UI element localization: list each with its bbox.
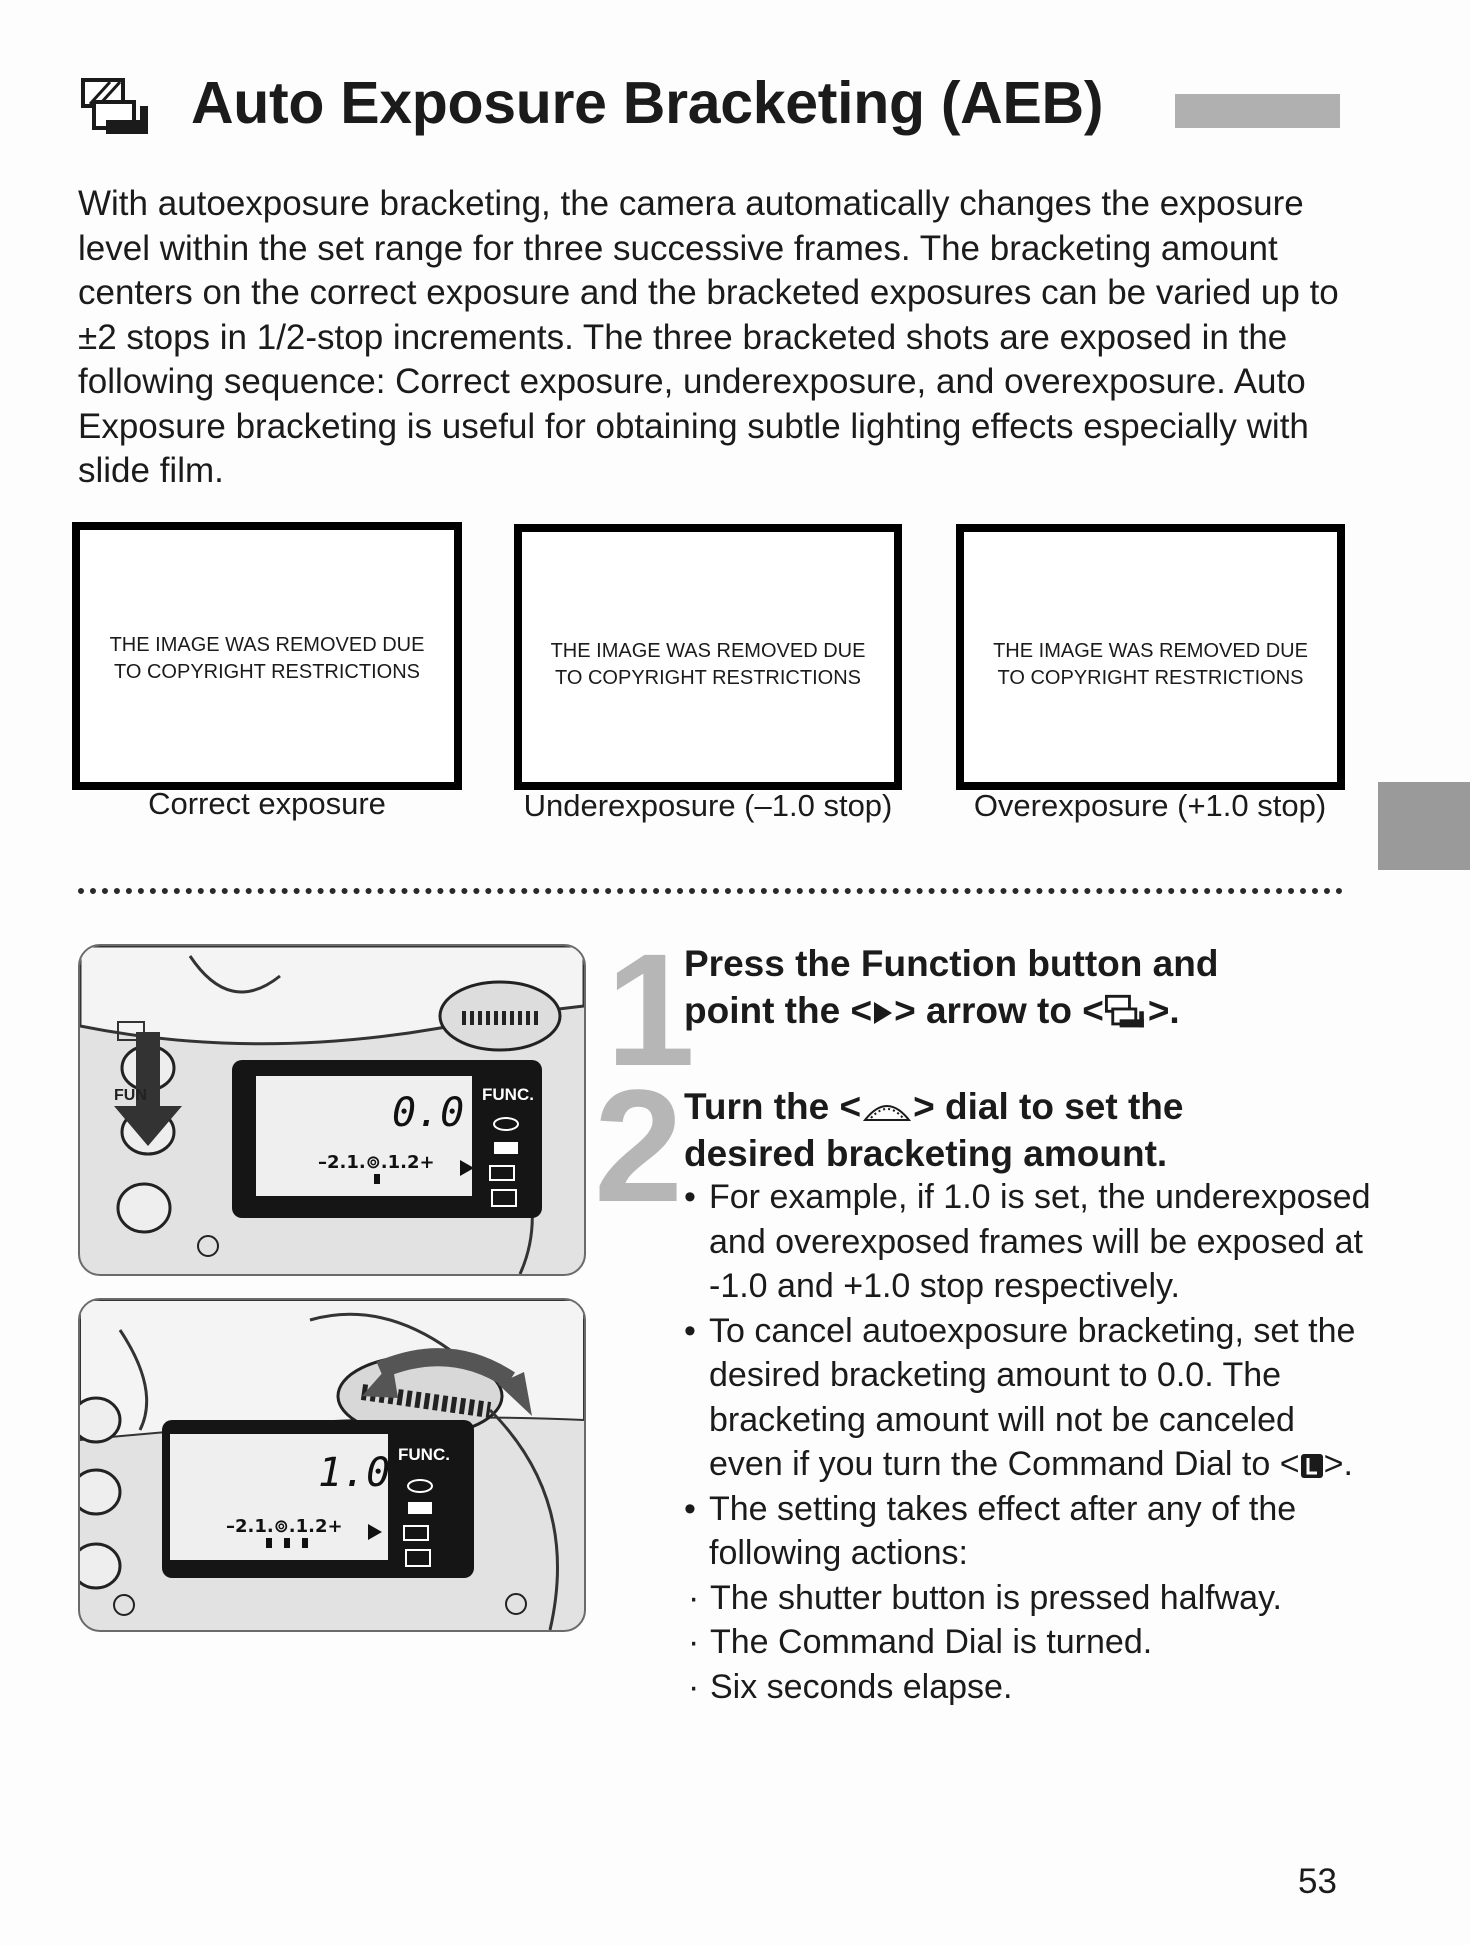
camera-illustration-dial: 1.0 –2.1.⊚.1.2+ FUNC.: [78, 1298, 586, 1632]
sub-item: ·The shutter button is pressed halfway.: [688, 1578, 1283, 1617]
step-number-1: 1: [606, 920, 695, 1099]
bullet-item: •For example, if 1.0 is set, the underex…: [684, 1178, 1371, 1305]
chapter-tab: [1378, 782, 1470, 870]
lcd-value: 0.0: [392, 1090, 464, 1136]
camera-drawing: 1.0 –2.1.⊚.1.2+ FUNC.: [80, 1300, 584, 1630]
page-number: 53: [1298, 1862, 1337, 1901]
main-dial-icon: [863, 1105, 912, 1122]
photo-placeholder-over: THE IMAGE WAS REMOVED DUE TO COPYRIGHT R…: [956, 524, 1345, 790]
func-label: FUNC.: [482, 1085, 534, 1104]
fun-button-label: FUN: [114, 1087, 147, 1104]
step-2-bullets: •For example, if 1.0 is set, the underex…: [684, 1175, 1374, 1709]
camera-drawing: FUN 0.0 –2.1.⊚.1.2+ FUNC.: [80, 946, 584, 1274]
lock-l-icon: [1300, 1454, 1323, 1479]
image-removed-note: THE IMAGE WAS REMOVED DUE TO COPYRIGHT R…: [550, 640, 866, 689]
bullet-item: •To cancel autoexposure bracketing, set …: [684, 1311, 1356, 1484]
step-1-heading: Press the Function button and point the …: [684, 943, 1219, 1031]
aeb-icon: [81, 78, 148, 134]
photo-caption-over: Overexposure (+1.0 stop): [973, 788, 1327, 823]
photo-placeholder-correct: THE IMAGE WAS REMOVED DUE TO COPYRIGHT R…: [72, 522, 462, 790]
play-arrow-icon: [874, 1002, 893, 1025]
intro-paragraph: With autoexposure bracketing, the camera…: [78, 184, 1339, 490]
dotted-divider: [78, 888, 1343, 894]
image-removed-note: THE IMAGE WAS REMOVED DUE TO COPYRIGHT R…: [993, 640, 1308, 689]
lcd-scale: –2.1.⊚.1.2+: [226, 1516, 343, 1537]
page-title: Auto Exposure Bracketing (AEB): [191, 70, 1104, 136]
photo-placeholder-under: THE IMAGE WAS REMOVED DUE TO COPYRIGHT R…: [514, 524, 902, 790]
photo-caption-correct: Correct exposure: [148, 786, 386, 821]
lcd-value: 1.0: [318, 1450, 390, 1496]
aeb-icon: [1104, 995, 1144, 1028]
photo-caption-under: Underexposure (–1.0 stop): [523, 788, 893, 823]
lcd-scale: –2.1.⊚.1.2+: [318, 1152, 435, 1173]
func-label: FUNC.: [398, 1445, 450, 1464]
bullet-item: •The setting takes effect after any of t…: [684, 1489, 1297, 1573]
sub-item: ·The Command Dial is turned.: [688, 1623, 1153, 1661]
step-2-heading: Turn the <> dial to set the desired brac…: [684, 1086, 1184, 1174]
image-removed-note: THE IMAGE WAS REMOVED DUE TO COPYRIGHT R…: [109, 634, 425, 683]
camera-illustration-function-button: FUN 0.0 –2.1.⊚.1.2+ FUNC.: [78, 944, 586, 1276]
title-row: Auto Exposure Bracketing (AEB): [78, 70, 1340, 166]
step-number-2: 2: [594, 1056, 683, 1235]
title-accent-bar: [1175, 94, 1340, 128]
sub-item: ·Six seconds elapse.: [688, 1667, 1013, 1706]
